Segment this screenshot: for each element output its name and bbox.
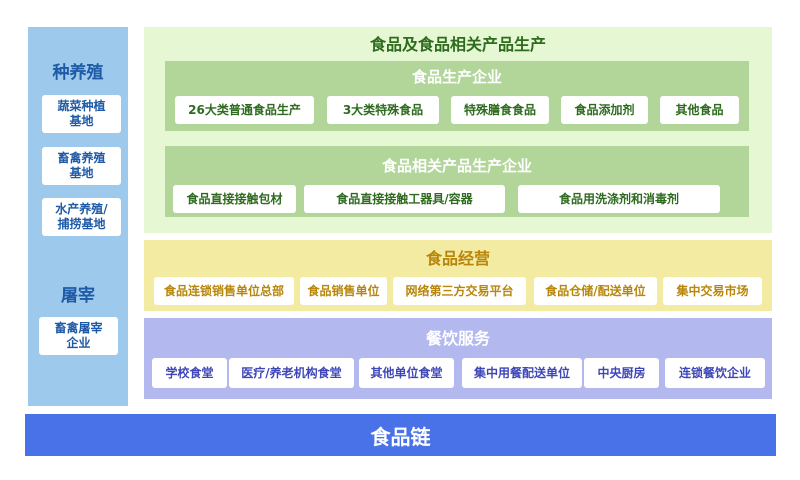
catering-service-panel: 餐饮服务 学校食堂 医疗/养老机构食堂 其他单位食堂 集中用餐配送单位 中央厨房… [144,318,772,399]
livestock-slaughter-enterprise: 畜禽屠宰 企业 [39,317,118,355]
operation-item-platform: 网络第三方交易平台 [393,277,526,305]
aquaculture-fishing-base-label: 水产养殖/ 捕捞基地 [55,202,108,231]
livestock-breeding-base: 畜禽养殖 基地 [42,147,121,185]
operation-item-storage: 食品仓储/配送单位 [534,277,657,305]
food-item-dietary: 特殊膳食食品 [451,96,549,124]
livestock-breeding-base-label: 畜禽养殖 基地 [57,151,106,180]
catering-service-title: 餐饮服务 [425,329,490,348]
food-operation-panel: 食品经营 食品连锁销售单位总部 食品销售单位 网络第三方交易平台 食品仓储/配送… [144,240,772,311]
food-production-panel: 食品及食品相关产品生产 食品生产企业 26大类普通食品生产 3大类特殊食品 特殊… [144,27,772,233]
livestock-slaughter-enterprise-label: 畜禽屠宰 企业 [54,321,103,350]
catering-item-chain: 连锁餐饮企业 [665,358,765,388]
food-item-general: 26大类普通食品生产 [175,96,314,124]
food-enterprise-title: 食品生产企业 [411,67,502,86]
food-production-title: 食品及食品相关产品生产 [369,35,546,54]
operation-item-market: 集中交易市场 [663,277,762,305]
planting-slaughter-column: 种养殖 蔬菜种植 基地 畜禽养殖 基地 水产养殖/ 捕捞基地 屠宰 畜禽屠宰 企… [28,27,128,406]
related-enterprise-title: 食品相关产品生产企业 [381,156,532,175]
vegetable-planting-base-label: 蔬菜种植 基地 [57,99,106,128]
vegetable-planting-base: 蔬菜种植 基地 [42,95,121,133]
catering-item-other-unit: 其他单位食堂 [359,358,454,388]
operation-item-chain-hq: 食品连锁销售单位总部 [154,277,294,305]
food-item-additive: 食品添加剂 [561,96,648,124]
food-chain-banner: 食品链 [25,414,776,456]
slaughter-title: 屠宰 [61,285,95,306]
related-enterprise-panel: 食品相关产品生产企业 食品直接接触包材 食品直接接触工器具/容器 食品用洗涤剂和… [165,146,749,217]
catering-item-medical: 医疗/养老机构食堂 [229,358,354,388]
aquaculture-fishing-base: 水产养殖/ 捕捞基地 [42,198,121,236]
food-item-special: 3大类特殊食品 [327,96,439,124]
catering-item-central-kitchen: 中央厨房 [584,358,659,388]
related-item-packaging: 食品直接接触包材 [173,185,296,213]
related-item-detergent: 食品用洗涤剂和消毒剂 [518,185,720,213]
food-operation-title: 食品经营 [425,249,490,268]
related-item-utensils: 食品直接接触工器具/容器 [304,185,505,213]
planting-title: 种养殖 [52,62,104,83]
food-enterprise-panel: 食品生产企业 26大类普通食品生产 3大类特殊食品 特殊膳食食品 食品添加剂 其… [165,61,749,131]
catering-item-school: 学校食堂 [152,358,227,388]
food-item-other: 其他食品 [660,96,739,124]
catering-item-delivery: 集中用餐配送单位 [462,358,582,388]
operation-item-sales: 食品销售单位 [300,277,387,305]
food-chain-label: 食品链 [370,424,431,449]
